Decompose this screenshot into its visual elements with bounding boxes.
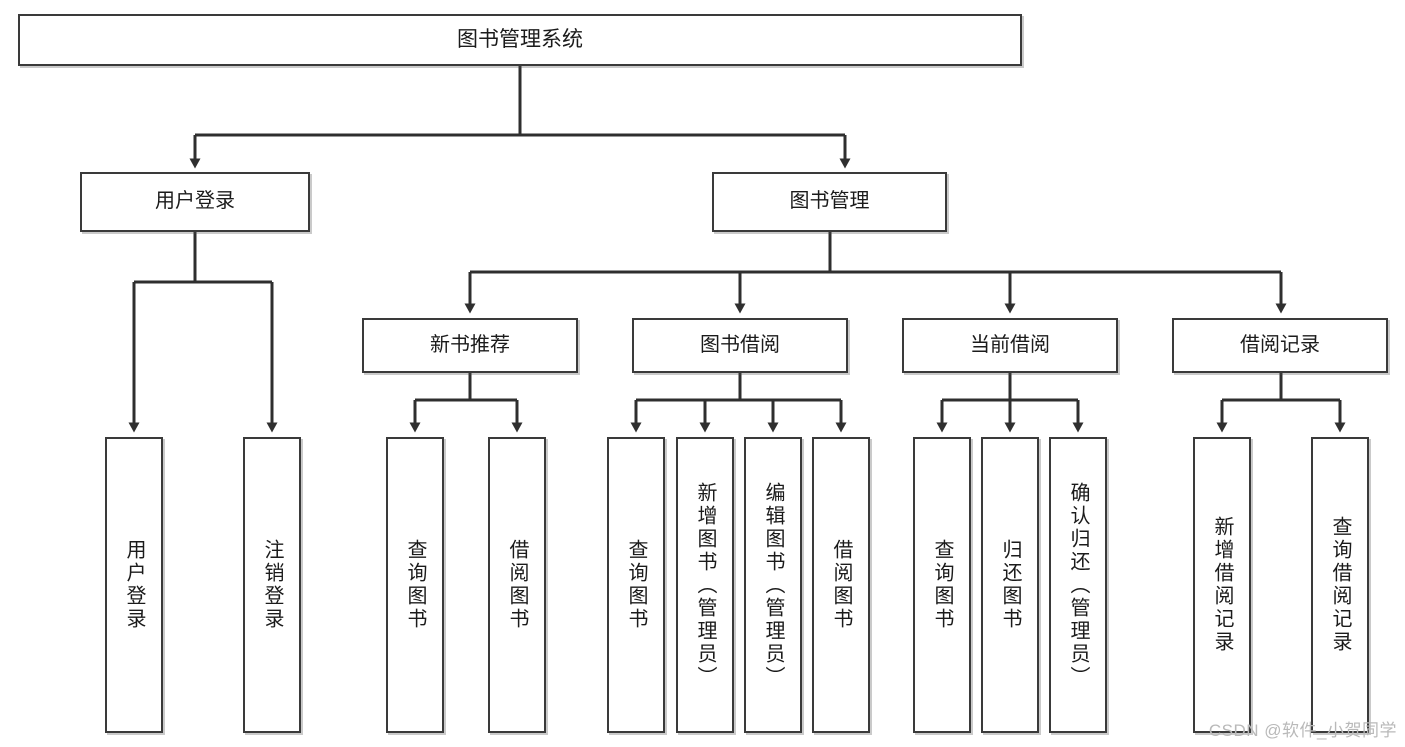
node-leaf-confirm-return-label: 确认归还（管理员） [1067,481,1089,689]
node-leaf-query-book-1[interactable]: 查询图书 [386,437,444,733]
node-leaf-edit-book-label: 编辑图书（管理员） [762,481,784,689]
node-root-label: 图书管理系统 [457,27,583,51]
node-leaf-query-book-1-label: 查询图书 [404,539,426,631]
node-leaf-add-book[interactable]: 新增图书（管理员） [676,437,734,733]
node-book-manage[interactable]: 图书管理 [712,172,947,232]
node-leaf-user-login[interactable]: 用户登录 [105,437,163,733]
node-leaf-user-login-label: 用户登录 [123,539,145,631]
node-leaf-borrow-book-1[interactable]: 借阅图书 [488,437,546,733]
node-new-book-recommend[interactable]: 新书推荐 [362,318,578,373]
node-leaf-edit-book[interactable]: 编辑图书（管理员） [744,437,802,733]
node-leaf-borrow-book-2-label: 借阅图书 [830,539,852,631]
node-current-borrow[interactable]: 当前借阅 [902,318,1118,373]
node-leaf-add-book-label: 新增图书（管理员） [694,481,716,689]
node-leaf-logout-login-label: 注销登录 [261,539,283,631]
node-book-borrow-label: 图书借阅 [700,333,780,356]
node-leaf-query-record-label: 查询借阅记录 [1329,516,1351,654]
node-current-borrow-label: 当前借阅 [970,333,1050,356]
node-leaf-add-record[interactable]: 新增借阅记录 [1193,437,1251,733]
node-leaf-return-book[interactable]: 归还图书 [981,437,1039,733]
node-leaf-return-book-label: 归还图书 [999,539,1021,631]
node-leaf-query-book-2[interactable]: 查询图书 [607,437,665,733]
node-leaf-borrow-book-2[interactable]: 借阅图书 [812,437,870,733]
watermark: CSDN @软件_小贺同学 [1208,721,1397,740]
node-leaf-query-book-2-label: 查询图书 [625,539,647,631]
node-leaf-query-record[interactable]: 查询借阅记录 [1311,437,1369,733]
node-leaf-query-book-3-label: 查询图书 [931,539,953,631]
node-book-manage-label: 图书管理 [789,190,870,213]
node-leaf-query-book-3[interactable]: 查询图书 [913,437,971,733]
node-root[interactable]: 图书管理系统 [18,14,1022,66]
node-leaf-add-record-label: 新增借阅记录 [1211,516,1233,654]
node-leaf-logout-login[interactable]: 注销登录 [243,437,301,733]
node-leaf-confirm-return[interactable]: 确认归还（管理员） [1049,437,1107,733]
node-borrow-record-label: 借阅记录 [1240,333,1320,356]
node-user-login-label: 用户登录 [155,190,235,213]
node-leaf-borrow-book-1-label: 借阅图书 [506,539,528,631]
node-new-book-recommend-label: 新书推荐 [430,333,510,356]
node-borrow-record[interactable]: 借阅记录 [1172,318,1388,373]
node-book-borrow[interactable]: 图书借阅 [632,318,848,373]
node-user-login[interactable]: 用户登录 [80,172,310,232]
